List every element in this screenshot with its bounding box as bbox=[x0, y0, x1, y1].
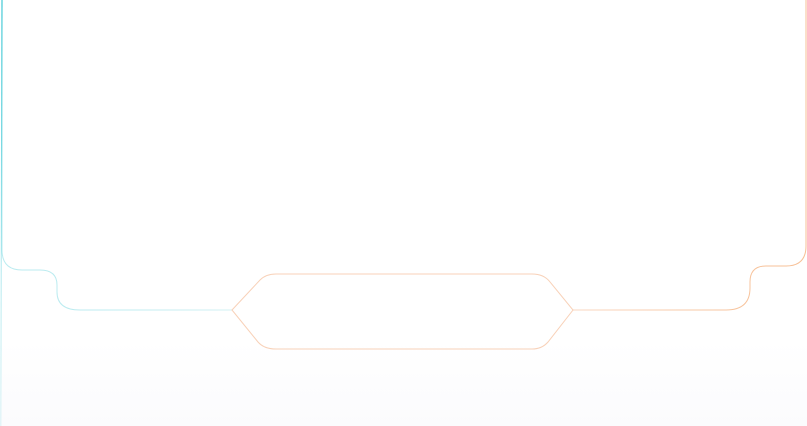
right-bottom-contour bbox=[573, 0, 807, 311]
left-bottom-contour bbox=[1, 0, 232, 311]
center-hexagon-tab bbox=[231, 273, 574, 350]
